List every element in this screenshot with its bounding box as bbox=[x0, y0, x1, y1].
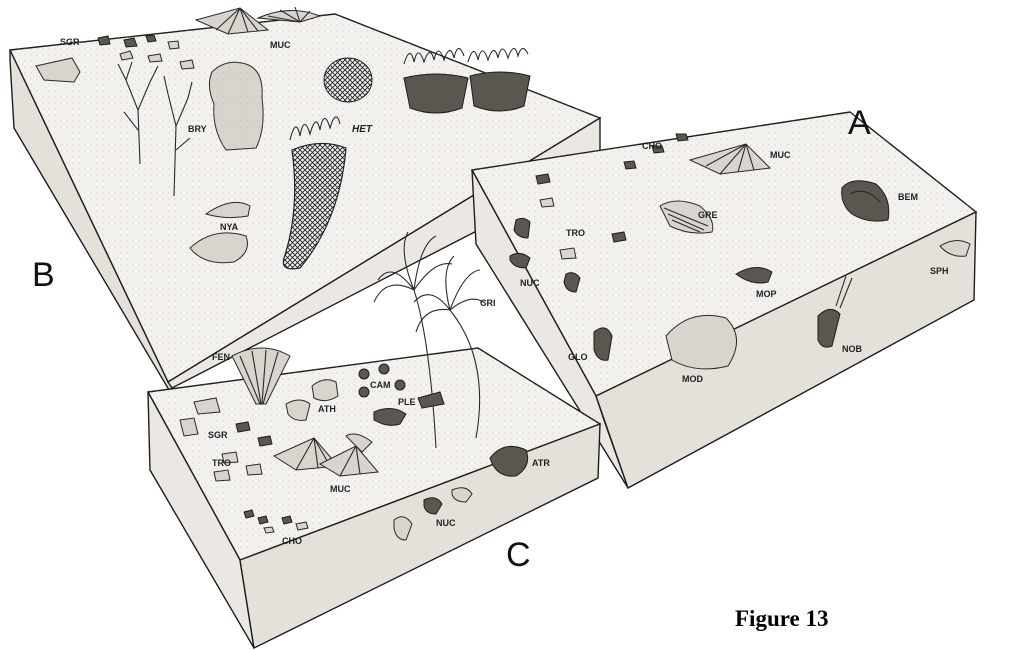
ath-shell bbox=[312, 380, 338, 401]
label-ath: ATH bbox=[318, 404, 336, 414]
label-tro-a: TRO bbox=[566, 228, 585, 238]
label-nya: NYA bbox=[220, 222, 239, 232]
block-letter-a: A bbox=[848, 104, 871, 142]
label-het: HET bbox=[352, 124, 373, 135]
label-sph: SPH bbox=[930, 266, 949, 276]
block-letter-b: B bbox=[32, 256, 55, 294]
label-muc-b: MUC bbox=[270, 40, 291, 50]
label-fen: FEN bbox=[212, 352, 230, 362]
block-letter-c: C bbox=[506, 536, 531, 574]
figure-caption: Figure 13 bbox=[735, 606, 828, 631]
label-mop: MOP bbox=[756, 289, 777, 299]
label-cam: CAM bbox=[370, 380, 391, 390]
label-gre: GRE bbox=[698, 210, 718, 220]
label-nuc-c: NUC bbox=[436, 518, 456, 528]
label-nob: NOB bbox=[842, 344, 863, 354]
label-sgr-c: SGR bbox=[208, 430, 228, 440]
label-ple: PLE bbox=[398, 397, 416, 407]
label-mod: MOD bbox=[682, 374, 703, 384]
label-sgr-b: SGR bbox=[60, 37, 80, 47]
label-cri: CRI bbox=[480, 298, 496, 308]
label-cho-a: CHO bbox=[642, 141, 662, 151]
label-cho-c: CHO bbox=[282, 536, 302, 546]
ple-shell bbox=[374, 408, 406, 425]
label-atr: ATR bbox=[532, 458, 550, 468]
label-muc-a: MUC bbox=[770, 150, 791, 160]
label-glo: GLO bbox=[568, 352, 588, 362]
label-muc-c: MUC bbox=[330, 484, 351, 494]
label-tro-c: TRO bbox=[212, 458, 231, 468]
label-bry: BRY bbox=[188, 124, 207, 134]
label-nuc-a: NUC bbox=[520, 278, 540, 288]
label-bem: BEM bbox=[898, 192, 918, 202]
